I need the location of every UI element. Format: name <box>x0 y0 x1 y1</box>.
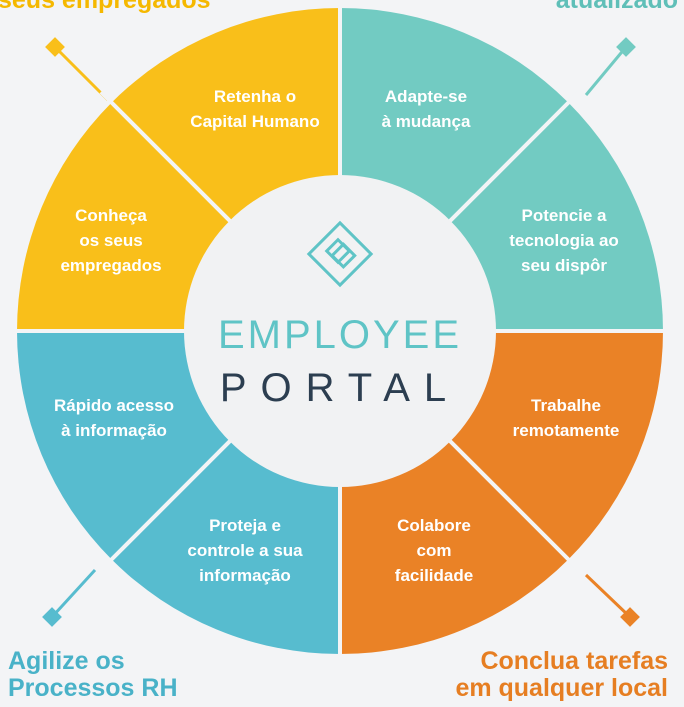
logo-icon <box>306 220 374 288</box>
corner-caption-top-left: seus empregados <box>0 0 211 14</box>
connector-top-right <box>584 37 636 96</box>
segment-label-trabalhe: Trabalhe remotamente <box>512 396 620 440</box>
corner-caption-bottom-right: Conclua tarefas em qualquer local <box>455 647 668 702</box>
segment-label-retenha: Retenha o Capital Humano <box>190 87 320 131</box>
brand-line-portal: PORTAL <box>219 366 461 410</box>
brand-line-employee: EMPLOYEE <box>217 313 463 357</box>
corner-caption-top-right: atualizado <box>555 0 678 14</box>
segment-label-adapte: Adapte-se à mudança <box>381 87 471 131</box>
connector-top-left <box>45 37 110 102</box>
connector-bottom-left <box>42 568 97 627</box>
segment-label-proteja: Proteja e controle a sua informação <box>187 516 303 585</box>
segment-label-colabore: Colabore com facilidade <box>394 516 474 585</box>
connector-bottom-right <box>584 573 640 627</box>
segment-label-potencie: Potencie a tecnologia ao seu dispôr <box>509 206 619 275</box>
segment-label-rapido: Rápido acesso à informação <box>54 396 174 440</box>
center-circle <box>184 175 496 487</box>
segment-label-conheca: Conheça os seus empregados <box>60 206 162 275</box>
corner-caption-bottom-left: Agilize os Processos RH <box>8 647 178 702</box>
diamond-icon <box>620 607 640 627</box>
